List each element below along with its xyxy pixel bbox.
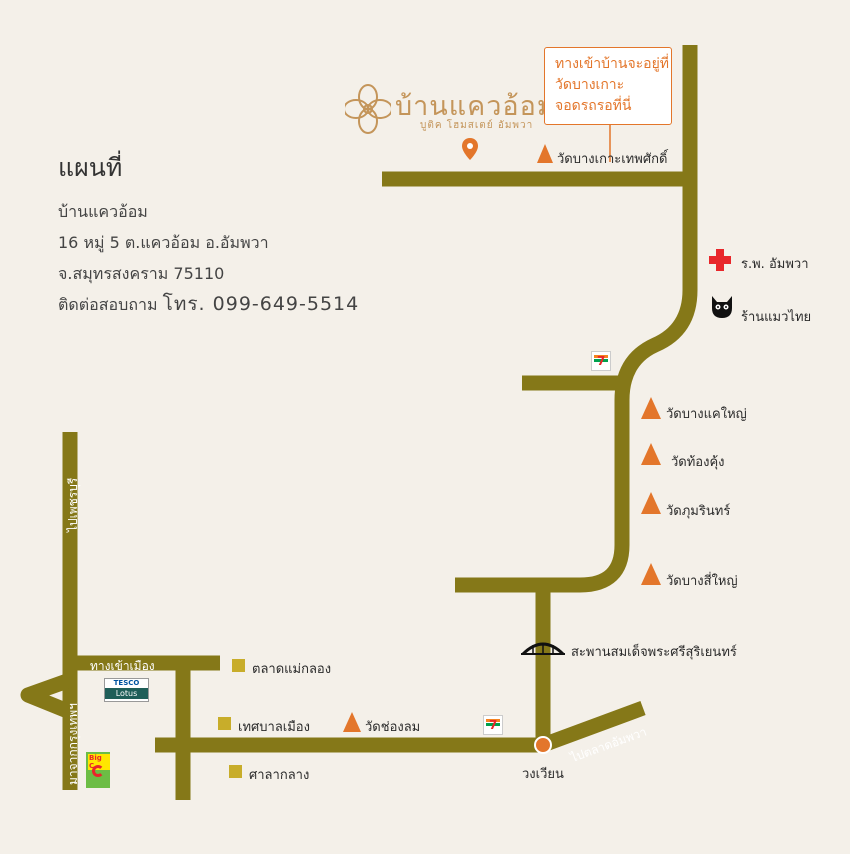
logo-flower-icon (345, 84, 391, 134)
label-bridge: สะพานสมเด็จพระศรีสุริเยนทร์ (571, 645, 737, 660)
temple-icon (537, 144, 553, 163)
address-line1: 16 หมู่ 5 ต.แควอ้อม อ.อัมพวา (58, 233, 269, 252)
map-title: แผนที่ (58, 153, 123, 182)
entrance-callout: ทางเข้าบ้านจะอยู่ที่ วัดบางเกาะ จอดรถรอท… (544, 47, 672, 125)
label-wat-bangkhae: วัดบางแคใหญ่ (666, 407, 747, 422)
roundabout-icon (534, 736, 552, 754)
cat-icon (712, 296, 732, 318)
label-cat-shop: ร้านแมวไทย (741, 310, 812, 325)
label-wat-bangkoh: วัดบางเกาะเทพศักดิ์ (557, 152, 668, 167)
hospital-cross-icon (709, 249, 731, 271)
label-wat-bangsai: วัดบางสี่ใหญ่ (666, 574, 738, 589)
bridge-icon (521, 642, 565, 656)
callout-line3: จอดรถรอที่นี่ (555, 98, 632, 114)
road-main (455, 45, 698, 593)
label-wat-chonglom: วัดช่องลม (365, 720, 421, 735)
label-hospital: ร.พ. อัมพวา (741, 257, 809, 272)
label-market: ตลาดแม่กลอง (252, 662, 332, 677)
address-line2: จ.สมุทรสงคราม 75110 (58, 264, 225, 283)
callout-line1: ทางเข้าบ้านจะอยู่ที่ (555, 56, 670, 72)
callout-pointer (609, 124, 611, 162)
seven-eleven-icon: 7 (483, 715, 503, 735)
label-municipality: เทศบาลเมือง (238, 720, 310, 735)
tesco-lotus-logo: TESCO Lotus (104, 678, 149, 702)
bigc-c-icon (92, 765, 104, 777)
contact-label: ติดต่อสอบถาม (58, 295, 158, 314)
map-pin-icon (462, 138, 478, 160)
address-panel: แผนที่ บ้านแควอ้อม 16 หมู่ 5 ต.แควอ้อม อ… (58, 148, 359, 320)
road-triangle (20, 672, 73, 719)
tesco-text: TESCO (113, 679, 140, 687)
temple-icon (641, 443, 661, 465)
logo-subtitle: บูติค โฮมสเตย์ อัมพวา (420, 120, 534, 131)
temple-icon (343, 712, 361, 732)
seven-eleven-icon: 7 (591, 351, 611, 371)
phone-number: โทร. 099-649-5514 (162, 293, 360, 315)
bigc-logo: Big C (86, 752, 110, 788)
sala-square-icon (229, 765, 242, 778)
road-label-bangkok: มาจากกรุงเทพฯ (66, 703, 80, 785)
road-amphawa (540, 700, 646, 753)
logo-name: บ้านแควอ้อม (395, 91, 556, 122)
road-label-phetchaburi: ไปเพชรบุรี (66, 477, 80, 532)
label-wat-hongkung: วัดท้องคุ้ง (671, 455, 725, 470)
place-name: บ้านแควอ้อม (58, 202, 148, 221)
lotus-text: Lotus (105, 688, 148, 699)
temple-icon (641, 563, 661, 585)
temple-icon (641, 397, 661, 419)
callout-line2: วัดบางเกาะ (555, 77, 625, 93)
market-square-icon (232, 659, 245, 672)
temple-icon (641, 492, 661, 514)
road-label-city-entrance: ทางเข้าเมือง (90, 659, 155, 673)
label-roundabout: วงเวียน (522, 767, 564, 782)
contact-line: ติดต่อสอบถาม โทร. 099-649-5514 (58, 289, 359, 320)
label-sala: ศาลากลาง (249, 768, 310, 783)
municipality-square-icon (218, 717, 231, 730)
label-wat-phumarin: วัดภุมรินทร์ (666, 504, 731, 519)
